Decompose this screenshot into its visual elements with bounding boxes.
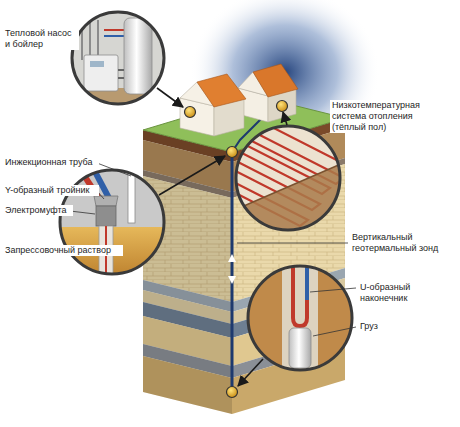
inset-y-fitting-part	[94, 196, 118, 206]
house-front	[180, 74, 246, 136]
inset-pointer-part	[159, 156, 225, 195]
geothermal-probe-part	[231, 152, 234, 392]
inset-floor-heating	[206, 120, 356, 240]
geothermal-probe	[228, 152, 236, 392]
inset-heat-pump-part	[104, 29, 126, 31]
location-dot	[185, 101, 288, 398]
location-dot-part	[277, 101, 288, 112]
part-label: Y-образный тройник	[3, 185, 99, 196]
leader-line-part	[310, 288, 356, 292]
part-label: Груз	[358, 321, 398, 332]
inset-heat-pump-part	[124, 18, 152, 94]
inset-u-bend-part	[289, 328, 311, 368]
house-back	[238, 64, 298, 122]
geothermal-probe-part	[228, 254, 236, 262]
inset-heat-pump-part	[84, 55, 118, 91]
inset-y-fitting-part	[96, 206, 116, 226]
soil-left-face-part	[143, 130, 232, 414]
location-dot-part	[185, 107, 196, 118]
part-label: Вертикальный геотермальный зонд	[350, 232, 454, 254]
inset-pointer-part	[283, 112, 287, 125]
part-label: Электромуфта	[3, 205, 73, 216]
part-label: Запрессовочный раствор	[3, 245, 123, 256]
inset-frame	[72, 12, 164, 104]
inset-pointer-part	[238, 359, 263, 386]
leader-line-part	[97, 163, 131, 176]
inset-u-bend-part	[293, 262, 307, 326]
location-dot-part	[227, 387, 238, 398]
inset-pointer-part	[157, 88, 183, 107]
inset-heat-pump	[60, 0, 180, 120]
part-label: Тепловой насос и бойлер	[3, 28, 79, 50]
inset-heat-pump-part	[90, 61, 104, 67]
inset-pointer	[157, 88, 287, 386]
inset-u-bend	[245, 262, 355, 374]
inset-floor-heating-part	[230, 120, 350, 240]
part-label: Инжекционная труба	[3, 157, 99, 168]
house-front-part	[197, 74, 246, 107]
location-dot-part	[227, 147, 238, 158]
house-back-part	[253, 64, 298, 97]
part-label: U-образный наконечник	[358, 282, 434, 304]
inset-heat-pump-part	[60, 0, 180, 120]
inset-u-bend-part	[282, 262, 318, 374]
inset-y-fitting-part	[55, 165, 170, 227]
inset-frame	[236, 126, 340, 230]
leader-line-part	[313, 327, 356, 336]
inset-u-bend-part	[245, 262, 355, 374]
part-label: Низкотемпературная система отопления (тё…	[330, 100, 444, 133]
geothermal-probe-part	[228, 276, 236, 284]
soil-left-face	[143, 130, 232, 414]
inset-heat-pump-part	[104, 35, 126, 37]
inset-floor-heating-part	[230, 160, 350, 240]
leader-line-part	[70, 211, 95, 214]
inset-frame	[248, 266, 352, 370]
inset-heat-pump-part	[118, 70, 124, 78]
leader-line-part	[237, 243, 348, 244]
inset-y-fitting	[55, 165, 170, 282]
